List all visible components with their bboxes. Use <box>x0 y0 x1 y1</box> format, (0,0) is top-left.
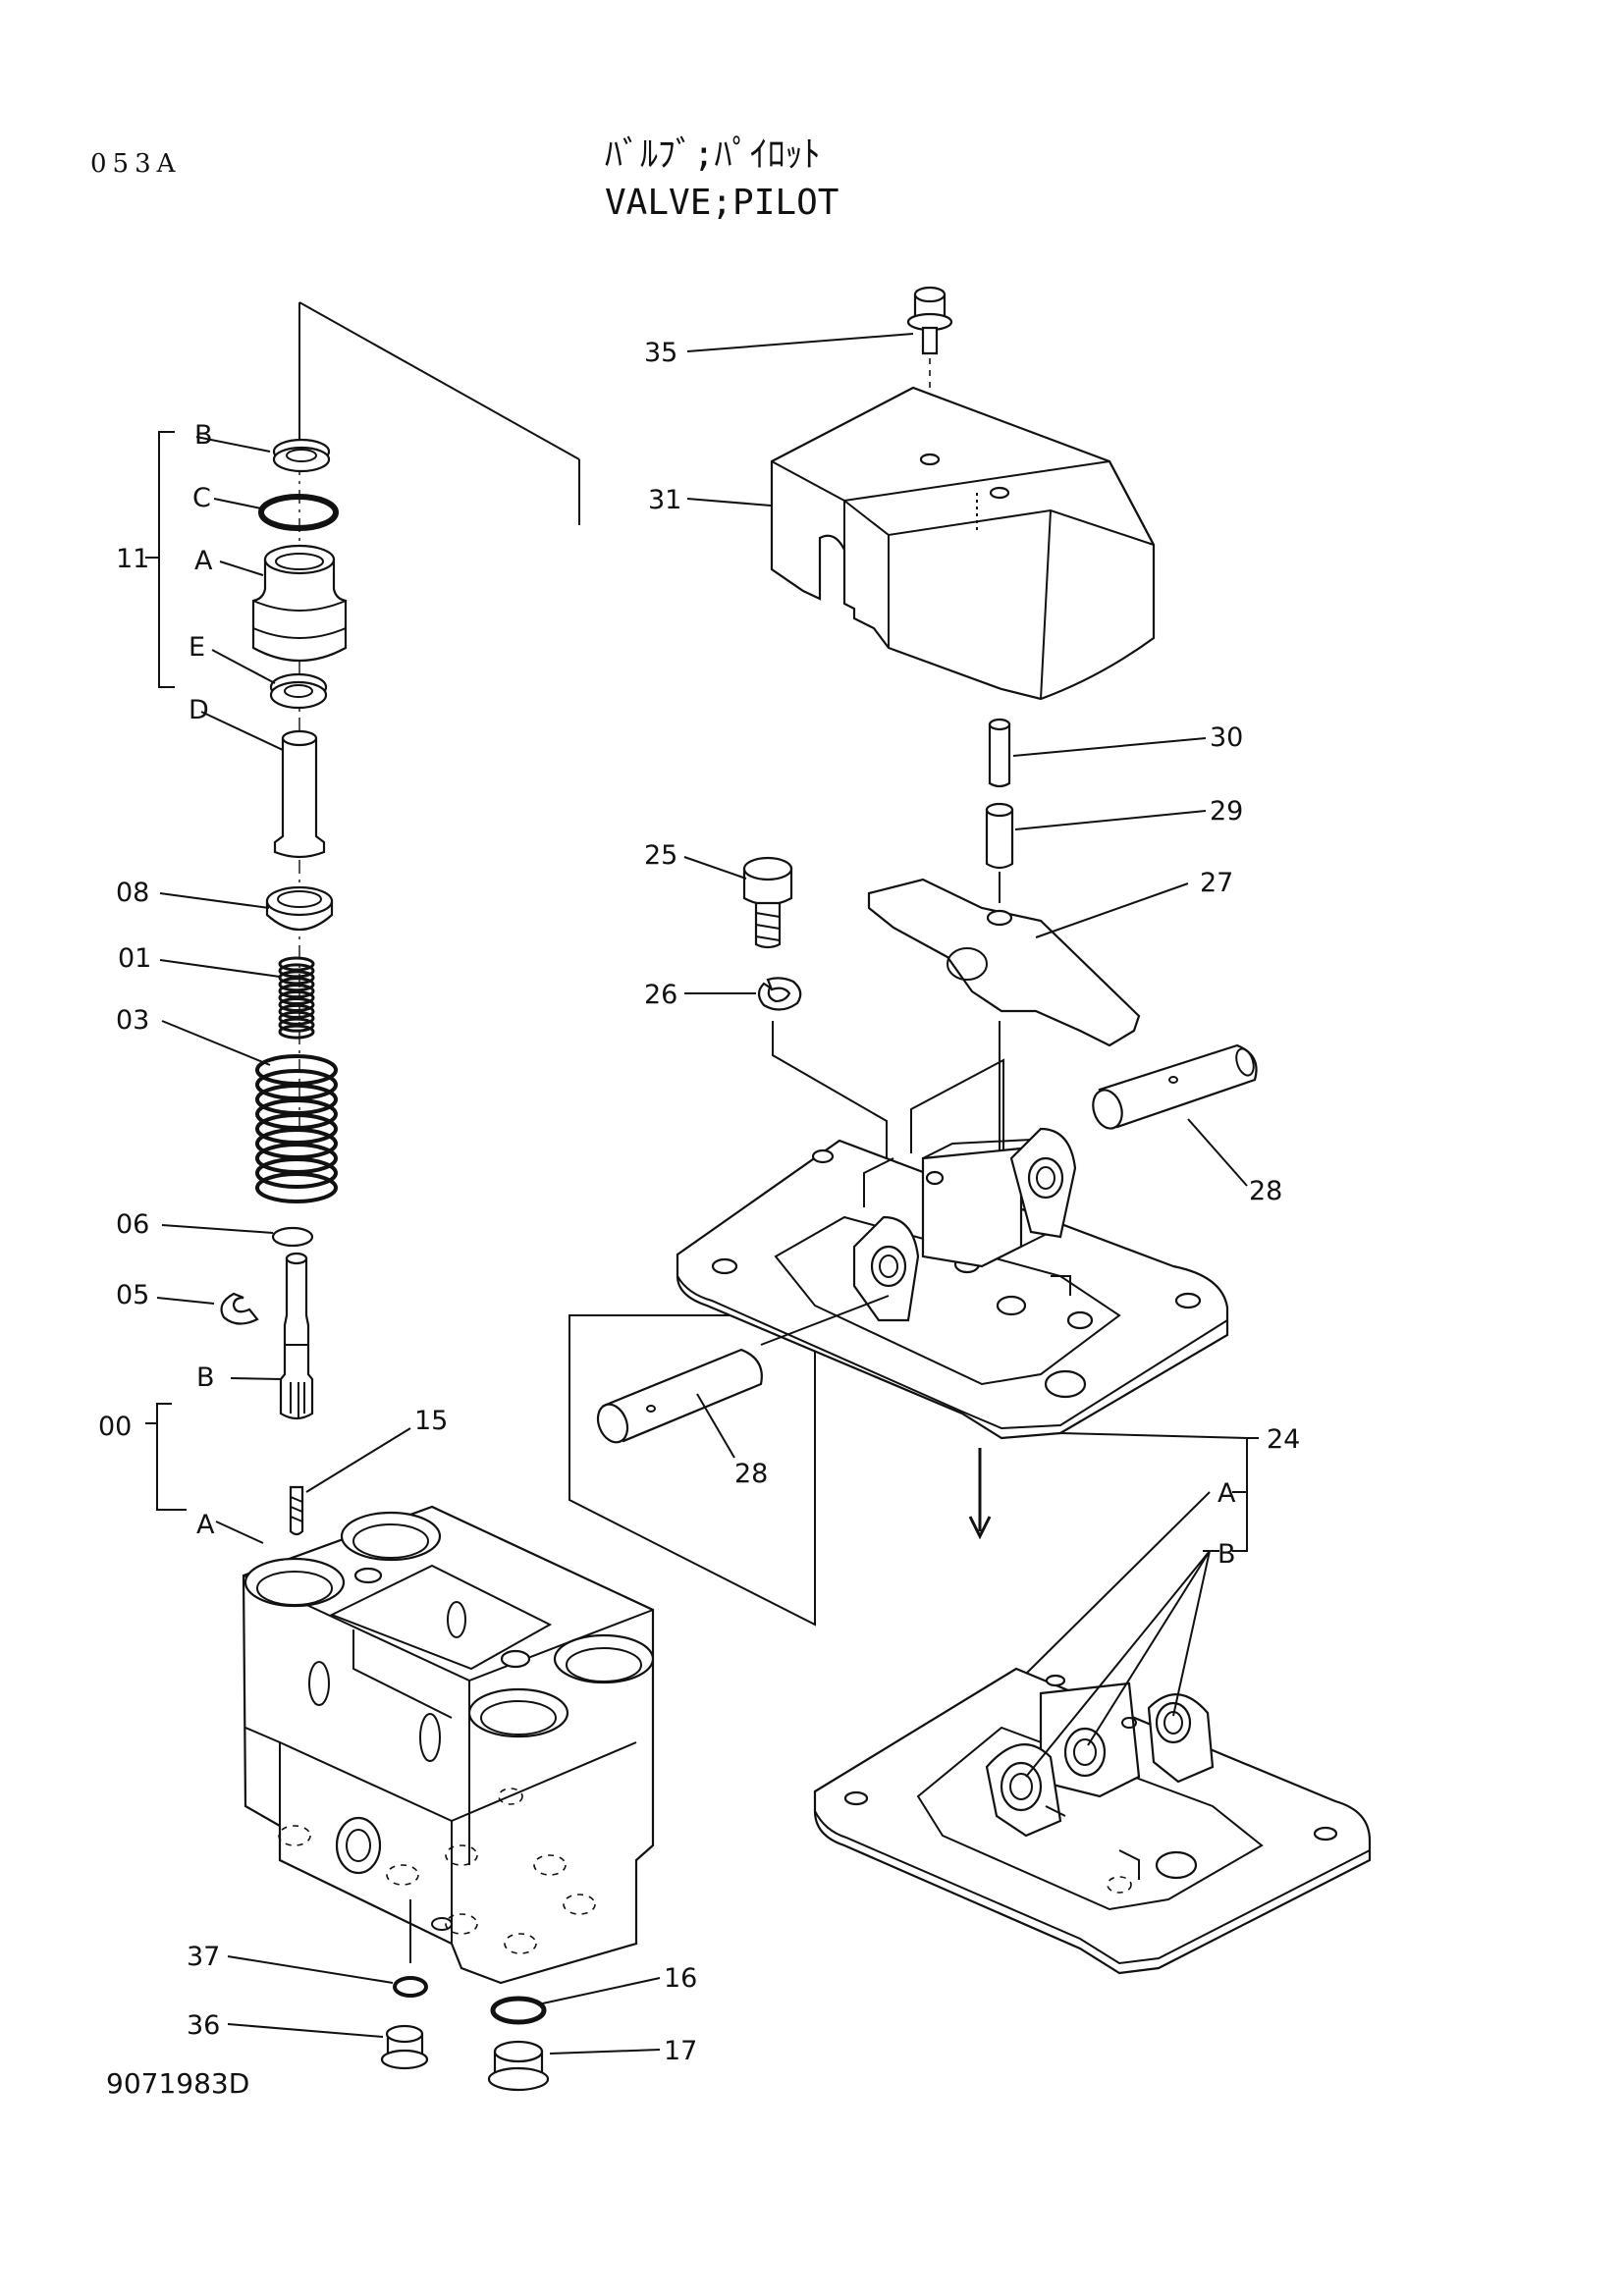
callout-37: 37 <box>187 1942 220 1972</box>
title-english: VALVE;PILOT <box>605 183 839 223</box>
part-11E-washer <box>269 672 328 710</box>
part-11A-sleeve <box>251 544 348 662</box>
callout-11-C: C <box>192 483 211 513</box>
bracket-00 <box>156 1403 187 1511</box>
page-code: 053A <box>90 149 182 179</box>
callout-11-A: A <box>194 546 213 576</box>
part-24-casing <box>676 1127 1229 1440</box>
callout-25: 25 <box>644 840 677 871</box>
callout-labels: 35 31 30 29 27 25 26 28 28 24 A B 11 B C… <box>98 338 1300 2066</box>
part-26-lock-washer <box>757 977 802 1011</box>
callout-11-D: D <box>189 695 209 725</box>
part-17-plug <box>487 2040 550 2092</box>
callout-28-lower: 28 <box>734 1459 768 1489</box>
part-16-o-ring <box>490 1996 547 2025</box>
part-28-pin-upper <box>1092 1043 1258 1130</box>
callout-24: 24 <box>1267 1424 1300 1455</box>
callout-leaders <box>156 333 1248 2055</box>
part-00A-valve-casing <box>242 1505 655 1985</box>
title-japanese: ﾊﾞﾙﾌﾞ;ﾊﾟｲﾛｯﾄ <box>605 134 821 175</box>
part-01-inner-spring <box>278 956 315 1040</box>
part-00B-spool <box>279 1252 314 1420</box>
part-11C-o-ring <box>258 494 339 531</box>
callout-11-B: B <box>194 420 213 451</box>
callout-00-A: A <box>196 1510 215 1540</box>
callout-11: 11 <box>116 544 149 574</box>
part-31-cover <box>770 386 1156 701</box>
callout-03: 03 <box>116 1005 149 1036</box>
callout-01: 01 <box>118 943 151 974</box>
callout-16: 16 <box>664 1963 697 1994</box>
bracket-11 <box>158 431 175 688</box>
assembly-line-top-left <box>298 301 580 525</box>
callout-15: 15 <box>414 1406 448 1436</box>
part-30-pin <box>988 722 1011 788</box>
callout-24-B: B <box>1217 1539 1236 1570</box>
callout-11-E: E <box>189 632 205 663</box>
callout-30: 30 <box>1210 722 1243 753</box>
part-05-clip <box>220 1292 259 1325</box>
part-11B-ring <box>272 438 331 473</box>
callout-17: 17 <box>664 2036 697 2066</box>
part-37-o-ring <box>393 1976 428 1998</box>
part-27-cam <box>867 878 1141 1153</box>
callout-24-A: A <box>1217 1478 1236 1509</box>
part-29-bushing <box>985 808 1014 870</box>
direction-arrow <box>968 1448 992 1540</box>
part-28-pin-lower <box>596 1295 890 1444</box>
callout-06: 06 <box>116 1209 149 1240</box>
callout-27: 27 <box>1200 868 1233 898</box>
part-06-washer <box>271 1226 314 1248</box>
part-35-bolt <box>906 286 953 355</box>
callout-36: 36 <box>187 2010 220 2041</box>
part-24A-casing <box>813 1667 1372 1975</box>
callout-31: 31 <box>648 485 681 515</box>
part-36-plug <box>380 2024 429 2070</box>
callout-26: 26 <box>644 980 677 1010</box>
callout-28-upper: 28 <box>1249 1176 1282 1206</box>
callout-08: 08 <box>116 878 149 908</box>
part-11D-pusher <box>273 729 326 859</box>
part-25-socket-bolt <box>742 856 793 949</box>
callout-35: 35 <box>644 338 677 368</box>
drawing-number: 9071983D <box>106 2067 250 2100</box>
callout-00-B: B <box>196 1362 215 1393</box>
callout-00: 00 <box>98 1412 132 1442</box>
part-03-outer-spring <box>255 1054 338 1203</box>
callout-05: 05 <box>116 1280 149 1310</box>
part-08-spring-seat <box>265 885 334 932</box>
bracket-24 <box>1059 1432 1248 1552</box>
callout-29: 29 <box>1210 796 1243 827</box>
